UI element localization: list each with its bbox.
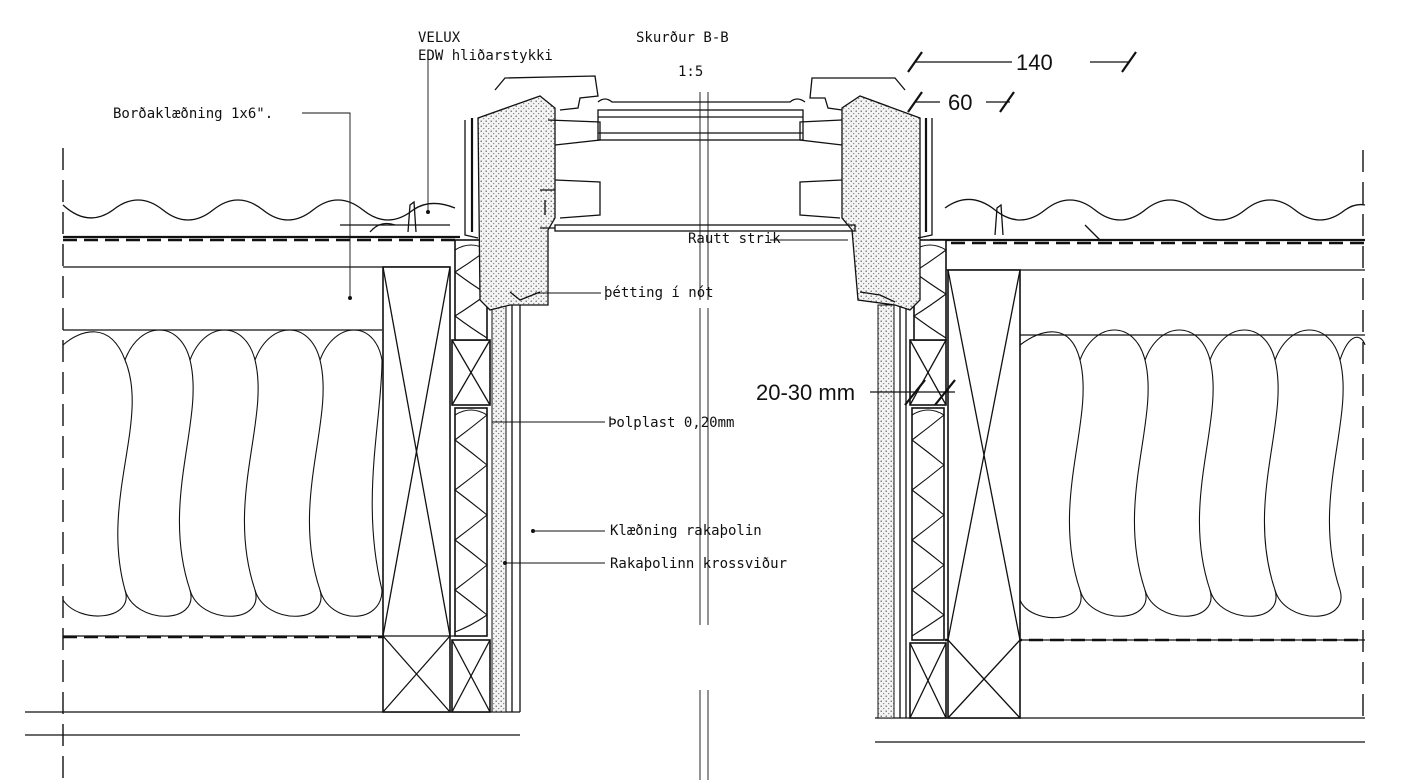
- section-title: Skurður B-B: [636, 30, 729, 46]
- rautt-strik-label: Rautt strik: [688, 231, 781, 247]
- scale-label: 1:5: [678, 64, 703, 80]
- klaedning-label: Klæðning rakaþolin: [610, 523, 762, 539]
- glazing-unit: [554, 98, 856, 232]
- edw-label: EDW hliðarstykki: [418, 48, 553, 64]
- roof-cladding-right: [930, 198, 1366, 271]
- dimension-20-30: 20-30 mm: [756, 380, 855, 405]
- tholplast-label: Þolplast 0,20mm: [608, 415, 734, 431]
- dimension-60: 60: [948, 90, 972, 115]
- bordaklaedning-label: Borðaklæðning 1x6".: [113, 106, 273, 122]
- rakatholinn-label: Rakaþolinn krossviður: [610, 556, 787, 572]
- dimension-140: 140: [1016, 50, 1053, 75]
- framing-left: [382, 239, 521, 713]
- thetting-label: þétting í nót: [604, 285, 714, 301]
- framing-right: [877, 239, 1021, 719]
- skylight-frame-left: [464, 75, 601, 311]
- dimension-marks: [870, 51, 1137, 406]
- velux-label: VELUX: [418, 30, 461, 46]
- center-line: [699, 92, 709, 780]
- leader-lines: [302, 60, 848, 565]
- roof-cladding-left: [62, 199, 460, 268]
- skylight-frame-right: [799, 77, 933, 311]
